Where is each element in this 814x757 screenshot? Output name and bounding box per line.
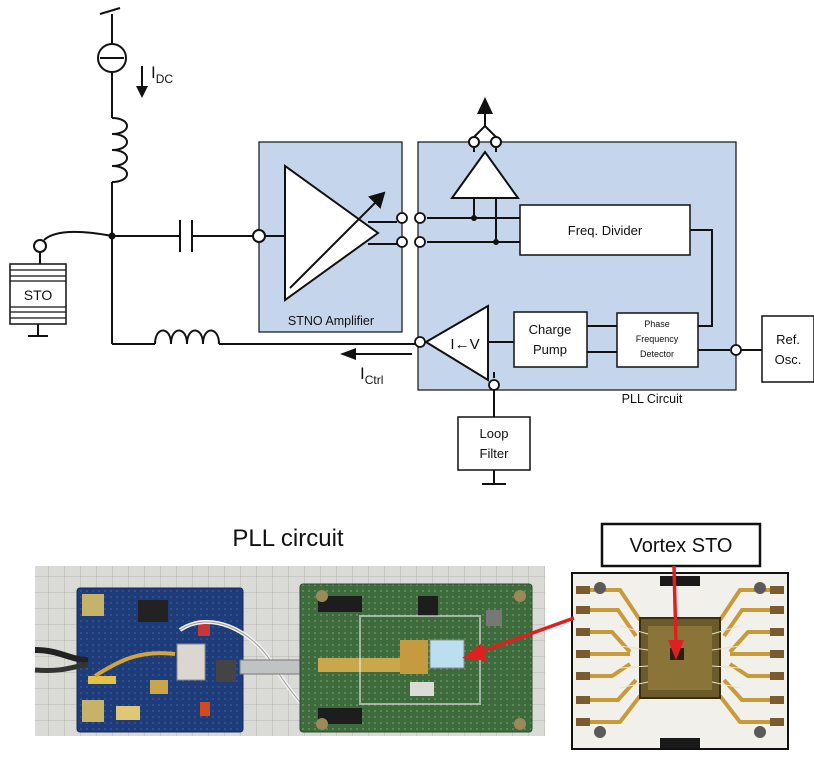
freq-divider-label: Freq. Divider	[568, 223, 643, 238]
charge-pump-block	[514, 312, 587, 367]
idc-label: IDC	[151, 63, 173, 86]
junction-dot	[493, 239, 499, 245]
pll-circuit-title: PLL circuit	[232, 525, 343, 552]
charge-pump-label: Charge	[529, 322, 572, 337]
pfd-label-3: Detector	[640, 349, 674, 359]
charge-pump-label-2: Pump	[533, 342, 567, 357]
loop-filter-port	[489, 380, 499, 390]
ref-osc-label-1: Ref.	[776, 332, 800, 347]
vortex-sto-callout: Vortex STO	[629, 535, 732, 557]
ref-osc-label-2: Osc.	[775, 352, 802, 367]
stno-amplifier-label: STNO Amplifier	[288, 314, 374, 328]
loop-filter-label-2: Filter	[480, 446, 510, 461]
dc-supply	[98, 8, 127, 344]
loop-filter-label-1: Loop	[480, 426, 509, 441]
ref-port	[731, 345, 741, 355]
inductor-horizontal-icon	[155, 331, 219, 345]
junction-dot	[471, 215, 477, 221]
inductor-vertical-icon	[112, 118, 127, 182]
pll-board-photo	[35, 566, 545, 736]
schematic: IDC STO	[10, 8, 814, 484]
sto-label: STO	[24, 287, 53, 303]
loop-filter-block	[458, 417, 530, 470]
pll-circuit-label: PLL Circuit	[622, 392, 683, 406]
ictrl-arrow-icon	[340, 348, 356, 360]
iv-output-port	[415, 337, 425, 347]
idc-arrow	[136, 66, 148, 98]
ictrl-label: ICtrl	[360, 364, 383, 387]
vortex-sto-chip-photo	[572, 573, 788, 749]
pfd-label-1: Phase	[644, 319, 670, 329]
pfd-label-2: Frequency	[636, 334, 679, 344]
sto-device	[10, 232, 112, 336]
iv-converter-label: I←V	[450, 336, 479, 353]
ref-osc-block	[762, 316, 814, 382]
sma-connector	[240, 660, 302, 674]
output-up-arrow-icon	[477, 97, 493, 114]
